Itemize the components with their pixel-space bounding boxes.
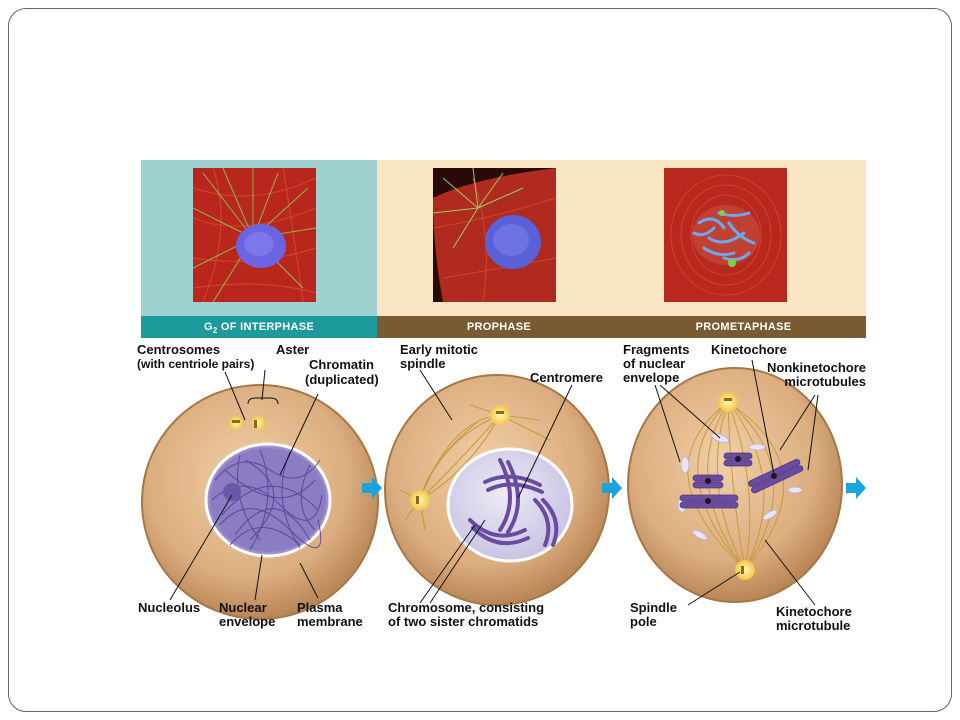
- arrow-1-icon: [362, 477, 382, 499]
- g2-centrosomes: [221, 407, 273, 437]
- arrow-2-icon: [602, 477, 622, 499]
- arrow-3-icon: [846, 477, 866, 499]
- kinetochores: [705, 456, 777, 504]
- spindle-pole-bottom: [735, 560, 755, 580]
- label-fragments-3: envelope: [623, 370, 680, 385]
- label-spindle-pole-2: pole: [630, 614, 657, 629]
- label-kinetochore: Kinetochore: [711, 342, 787, 357]
- prophase-nucleus: [446, 447, 574, 563]
- label-nonkinetochore-2: microtubules: [784, 374, 866, 389]
- label-chromatin-sub: (duplicated): [305, 372, 379, 387]
- progression-arrows: [362, 477, 866, 499]
- label-centromere: Centromere: [530, 370, 603, 385]
- label-chromosome-2: of two sister chromatids: [388, 614, 539, 629]
- g2-micrograph: [193, 168, 316, 302]
- label-fragments-2: of nuclear: [623, 356, 686, 371]
- prophase-centrosome-left: [410, 490, 430, 510]
- label-plasma-membrane-1: Plasma: [297, 600, 343, 615]
- prophase-centrosome-top: [490, 405, 510, 425]
- phase-label-prometaphase: PROMETAPHASE: [695, 321, 792, 333]
- label-nuclear-envelope-1: Nuclear: [219, 600, 267, 615]
- label-kinetochore-microtubule-1: Kinetochore: [776, 604, 852, 619]
- label-chromatin: Chromatin: [309, 357, 374, 372]
- prometaphase-cell: [627, 367, 843, 603]
- prophase-micrograph: [433, 168, 556, 302]
- label-spindle-pole-1: Spindle: [630, 600, 677, 615]
- label-fragments-1: Fragments: [623, 342, 690, 357]
- leader-lines: [169, 359, 819, 606]
- g2-nucleus: [204, 442, 332, 558]
- phase-label-prophase: PROPHASE: [466, 321, 532, 333]
- label-nonkinetochore-1: Nonkinetochore: [767, 360, 866, 375]
- label-nuclear-envelope-2: envelope: [219, 614, 276, 629]
- phase-label-g2: G2 OF INTERPHASE: [203, 321, 315, 336]
- label-early-spindle-1: Early mitotic: [400, 342, 479, 357]
- label-kinetochore-microtubule-2: microtubule: [776, 618, 851, 633]
- prometaphase-micrograph: [664, 168, 787, 302]
- label-chromosome-1: Chromosome, consisting: [388, 600, 545, 615]
- label-early-spindle-2: spindle: [400, 356, 446, 371]
- label-plasma-membrane-2: membrane: [297, 614, 363, 629]
- g2-cell: [141, 384, 379, 620]
- label-nucleolus: Nucleolus: [138, 600, 201, 615]
- label-centrosomes: Centrosomes: [137, 342, 221, 357]
- label-centrosomes-sub: (with centriole pairs): [137, 357, 255, 371]
- spindle-pole-top: [718, 392, 738, 412]
- prophase-cell: [384, 374, 610, 606]
- g2-phase-bar: [141, 316, 377, 338]
- prophase-phase-bar: [377, 316, 866, 338]
- label-aster: Aster: [276, 342, 310, 357]
